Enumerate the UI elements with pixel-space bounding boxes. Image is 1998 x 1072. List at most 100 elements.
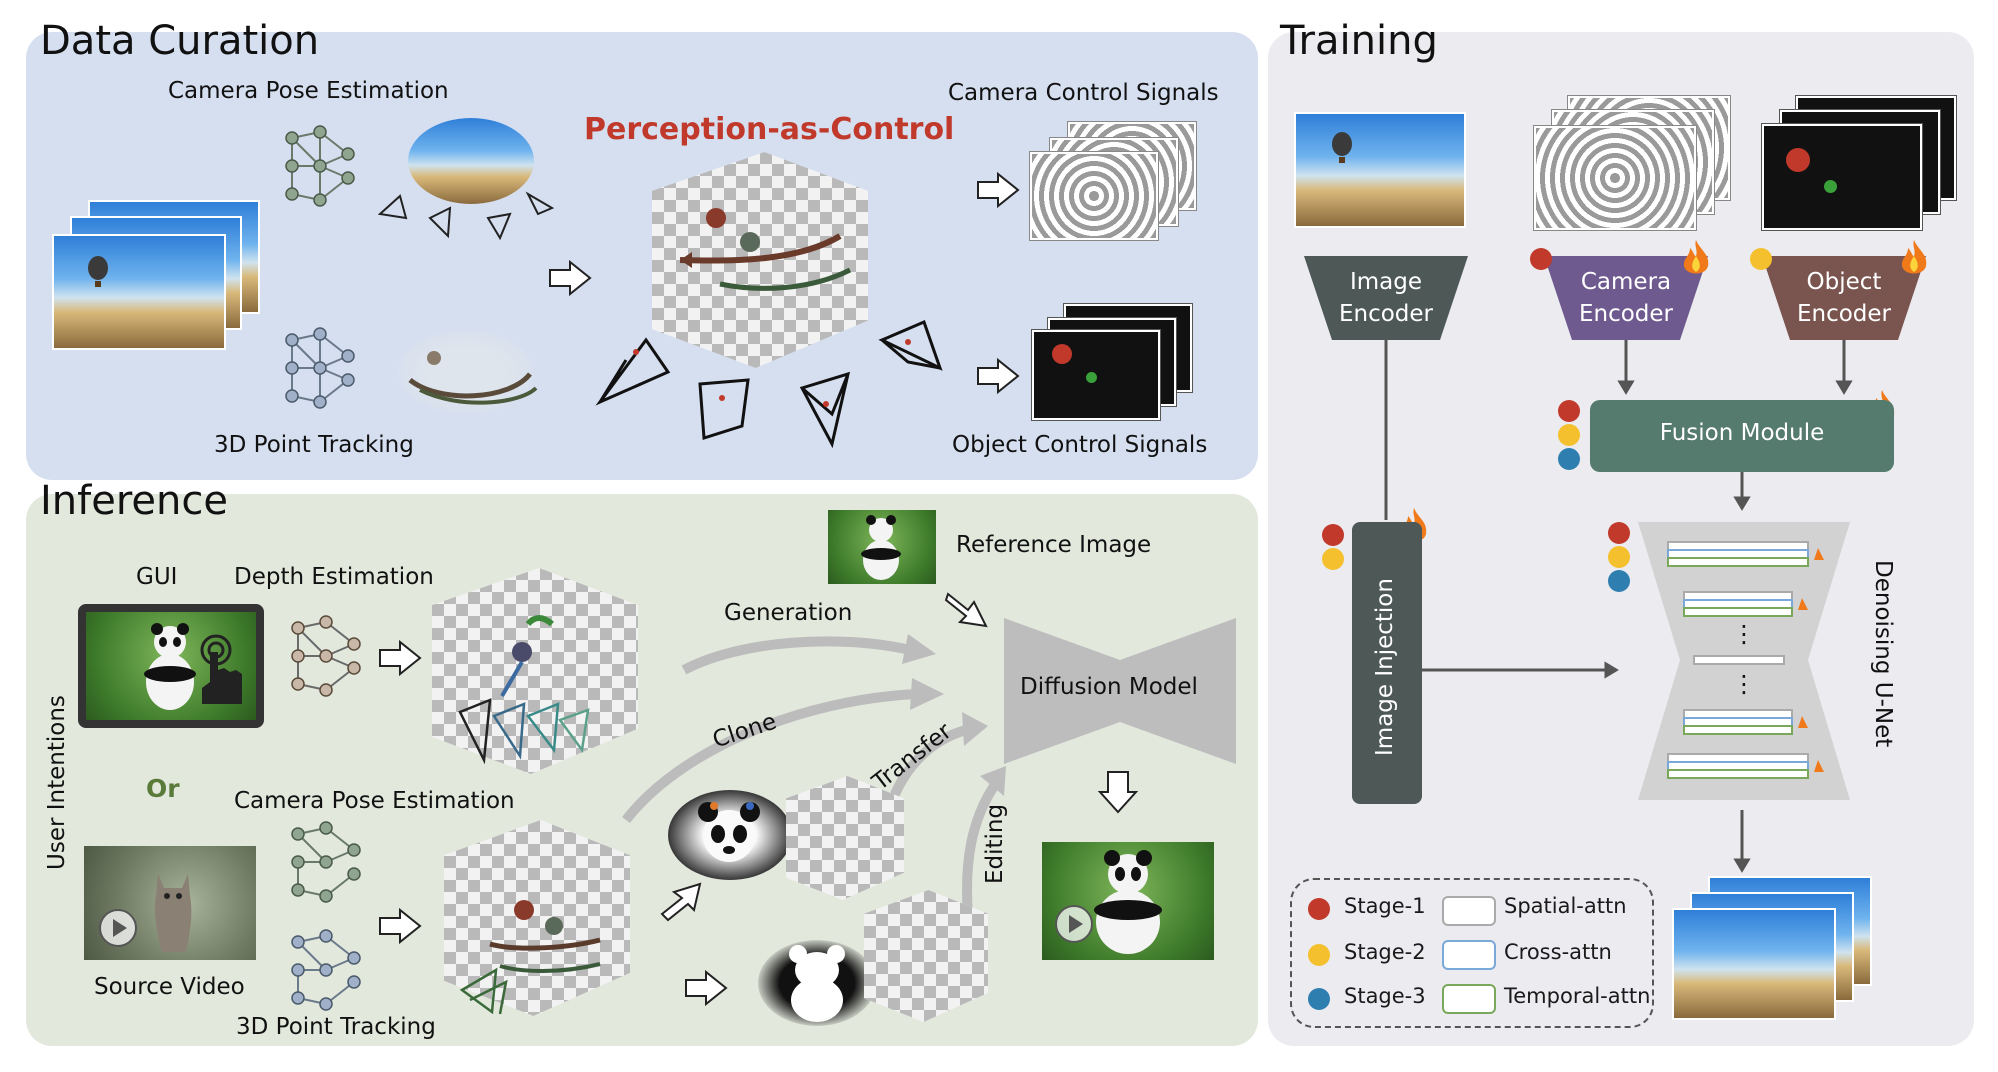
or-label: Or — [146, 774, 180, 803]
diffusion-model-label: Diffusion Model — [1020, 674, 1198, 700]
arrow-depth-to-cube — [379, 639, 422, 677]
camera-encoder-line2: Encoder — [1578, 301, 1674, 327]
arrow-to-editing — [685, 969, 728, 1007]
fire-icon-camera-encoder — [1683, 240, 1709, 274]
generation-arrow — [681, 634, 936, 675]
camera-frustums-large — [595, 319, 943, 449]
diffusion-model-shape — [1004, 618, 1236, 764]
balloon-icon — [88, 256, 108, 287]
gui-label: GUI — [136, 564, 178, 590]
legend-stage2-dot — [1308, 944, 1330, 966]
clone-arrow — [622, 678, 944, 824]
inference-title: Inference — [40, 478, 228, 524]
tracking-trajectory — [408, 351, 538, 405]
object-encoder-stage2-dot — [1750, 248, 1772, 270]
camera-encoder-label: Camera Encoder — [1542, 266, 1710, 330]
source-video-label: Source Video — [94, 974, 245, 1000]
legend-spatial-swatch — [1442, 896, 1496, 926]
pose-oval-image — [408, 118, 534, 204]
fusion-stage3-dot — [1558, 448, 1580, 470]
editing-label: Editing — [982, 803, 1008, 884]
reference-panda-icon — [861, 515, 901, 580]
training-camera-frame-front — [1534, 126, 1696, 230]
legend-spatial-label: Spatial-attn — [1504, 894, 1627, 918]
legend-temporal-swatch — [1442, 984, 1496, 1014]
training-object-red-dot — [1786, 148, 1810, 172]
panda-face-icon — [698, 802, 760, 862]
panda-icon — [144, 623, 196, 710]
training-connectors — [1384, 340, 1853, 873]
unet-ellipsis-bottom: ⋮ — [1732, 670, 1756, 698]
legend-cross-label: Cross-attn — [1504, 940, 1612, 964]
camera-pose-estimation-label: Camera Pose Estimation — [168, 78, 449, 104]
network-icon-tracking-inference — [291, 929, 361, 1011]
legend-box — [1290, 878, 1654, 1028]
legend-stage2-label: Stage-2 — [1344, 940, 1426, 964]
cube-trajectories — [679, 208, 852, 291]
camera-pose-estimation-inference-label: Camera Pose Estimation — [234, 788, 515, 814]
training-input-image — [1294, 112, 1466, 228]
training-output-frame-front — [1672, 908, 1836, 1020]
camera-encoder-shape — [1544, 256, 1708, 340]
object-signal-red-dot — [1052, 344, 1072, 364]
unet-stage2-dot — [1608, 546, 1630, 568]
mask-silhouette — [789, 945, 845, 1022]
arrow-to-transfer — [660, 882, 702, 922]
unet-ellipsis-top: ⋮ — [1732, 620, 1756, 648]
checker-cube-editing — [864, 890, 988, 1022]
arrow-pose-to-cube — [379, 907, 422, 945]
touch-hand-icon — [200, 634, 242, 704]
object-encoder-line2: Encoder — [1796, 301, 1892, 327]
camera-encoder-line1: Camera — [1580, 269, 1672, 295]
checker-cube-transfer — [786, 776, 904, 900]
image-injection-label: Image Injection — [1372, 578, 1398, 756]
arrow-model-to-output — [1097, 771, 1139, 814]
network-icon-depth — [291, 615, 361, 697]
image-encoder-line1: Image — [1349, 269, 1423, 295]
arrow-to-object-signals — [977, 357, 1020, 395]
reference-image-label: Reference Image — [956, 532, 1152, 558]
fusion-stage2-dot — [1558, 424, 1580, 446]
arrow-reference-to-model — [944, 592, 988, 628]
object-control-signals-label: Object Control Signals — [952, 432, 1208, 458]
user-intentions-label: User Intentions — [44, 695, 70, 870]
image-injection-box — [1352, 522, 1422, 804]
editing-arrow — [962, 766, 1006, 917]
image-encoder-label: Image Encoder — [1302, 266, 1470, 330]
object-signal-green-dot — [1086, 372, 1097, 383]
injection-stage2-dot — [1322, 548, 1344, 570]
camera-signal-frame-front — [1030, 152, 1158, 240]
fusion-module-box — [1590, 400, 1894, 472]
network-icon-pose-inference — [291, 821, 361, 903]
video-frame-front — [52, 234, 226, 350]
legend-stage3-label: Stage-3 — [1344, 984, 1426, 1008]
fusion-stage1-dot — [1558, 400, 1580, 422]
point-tracking-inference-label: 3D Point Tracking — [236, 1014, 436, 1040]
object-encoder-shape — [1762, 256, 1926, 340]
network-icon-pose — [285, 125, 355, 207]
video-cube-content — [459, 900, 601, 1015]
unet-layers — [1667, 541, 1824, 779]
fusion-module-label: Fusion Module — [1659, 420, 1825, 446]
legend-stage1-dot — [1308, 898, 1330, 920]
depth-estimation-label: Depth Estimation — [234, 564, 434, 590]
legend-temporal-label: Temporal-attn — [1504, 984, 1651, 1008]
perception-as-control-title: Perception-as-Control — [584, 112, 955, 147]
unet-stage3-dot — [1608, 570, 1630, 592]
unet-stage1-dot — [1608, 522, 1630, 544]
object-encoder-label: Object Encoder — [1760, 266, 1928, 330]
image-encoder-shape — [1304, 256, 1468, 340]
injection-stage1-dot — [1322, 524, 1344, 546]
image-encoder-line2: Encoder — [1338, 301, 1434, 327]
gui-cube-content — [458, 615, 590, 765]
legend-stage1-label: Stage-1 — [1344, 894, 1426, 918]
denoising-unet-label: Denoising U-Net — [1870, 560, 1896, 748]
training-balloon-icon — [1332, 132, 1352, 163]
legend-cross-swatch — [1442, 940, 1496, 970]
fire-icon-object-encoder — [1901, 240, 1927, 274]
arrow-to-camera-signals — [977, 171, 1020, 209]
object-encoder-line1: Object — [1806, 269, 1882, 295]
play-icon-output — [1055, 905, 1093, 943]
output-panda-icon — [1094, 850, 1162, 954]
camera-control-signals-label: Camera Control Signals — [948, 80, 1219, 106]
